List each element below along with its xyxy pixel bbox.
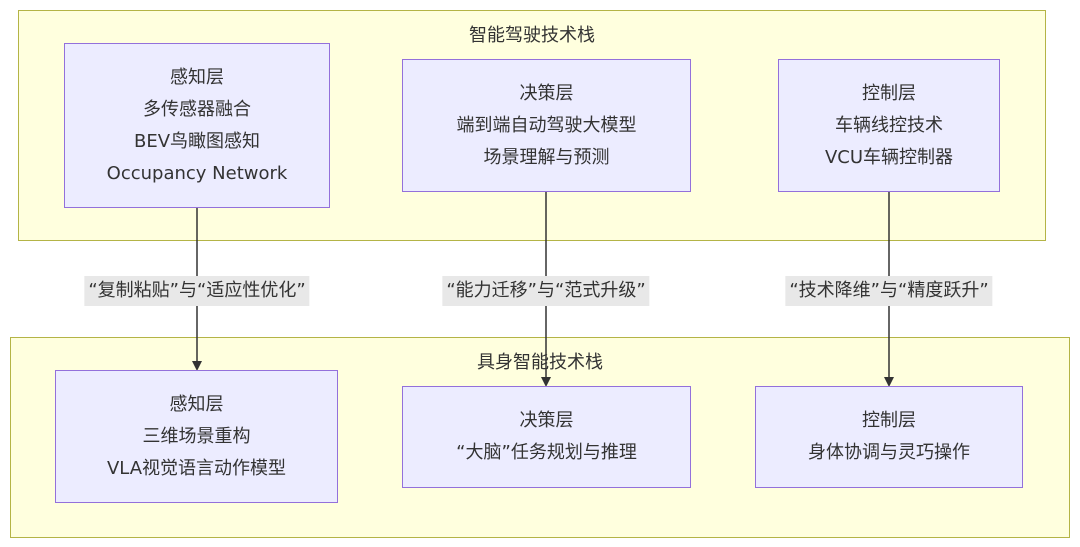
embodied-perception-node: 感知层 三维场景重构 VLA视觉语言动作模型 (55, 370, 338, 503)
node-line: 端到端自动驾驶大模型 (456, 114, 637, 136)
node-title: 控制层 (862, 82, 916, 104)
driving-stack-title: 智能驾驶技术栈 (469, 25, 595, 46)
node-title: 决策层 (519, 410, 574, 431)
node-line: Occupancy Network (106, 162, 288, 184)
node-line: 三维场景重构 (142, 425, 251, 447)
node-line: VCU车辆控制器 (824, 146, 954, 168)
node-line: 场景理解与预测 (483, 146, 610, 168)
node-line: 多传感器融合 (143, 98, 251, 120)
edge-perception-label: “复制粘贴”与“适应性优化” (84, 276, 310, 306)
node-title: 控制层 (862, 410, 916, 431)
embodied-decision-node: 决策层 “大脑”任务规划与推理 (402, 386, 691, 488)
node-line: 车辆线控技术 (835, 114, 943, 136)
node-line: BEV鸟瞰图感知 (133, 130, 261, 152)
node-line: “大脑”任务规划与推理 (456, 442, 637, 463)
edge-decision-label: “能力迁移”与“范式升级” (442, 276, 650, 306)
driving-perception-node: 感知层 多传感器融合 BEV鸟瞰图感知 Occupancy Network (64, 43, 330, 208)
node-title: 感知层 (170, 66, 224, 88)
edge-control-label: “技术降维”与“精度跃升” (785, 276, 993, 306)
node-title: 感知层 (169, 393, 224, 415)
node-title: 决策层 (519, 82, 574, 104)
node-line: 身体协调与灵巧操作 (808, 442, 970, 463)
node-line: VLA视觉语言动作模型 (106, 457, 287, 479)
embodied-control-node: 控制层 身体协调与灵巧操作 (755, 386, 1023, 488)
driving-decision-node: 决策层 端到端自动驾驶大模型 场景理解与预测 (402, 59, 691, 192)
driving-control-node: 控制层 车辆线控技术 VCU车辆控制器 (778, 59, 1000, 192)
embodied-stack-title: 具身智能技术栈 (477, 352, 603, 373)
